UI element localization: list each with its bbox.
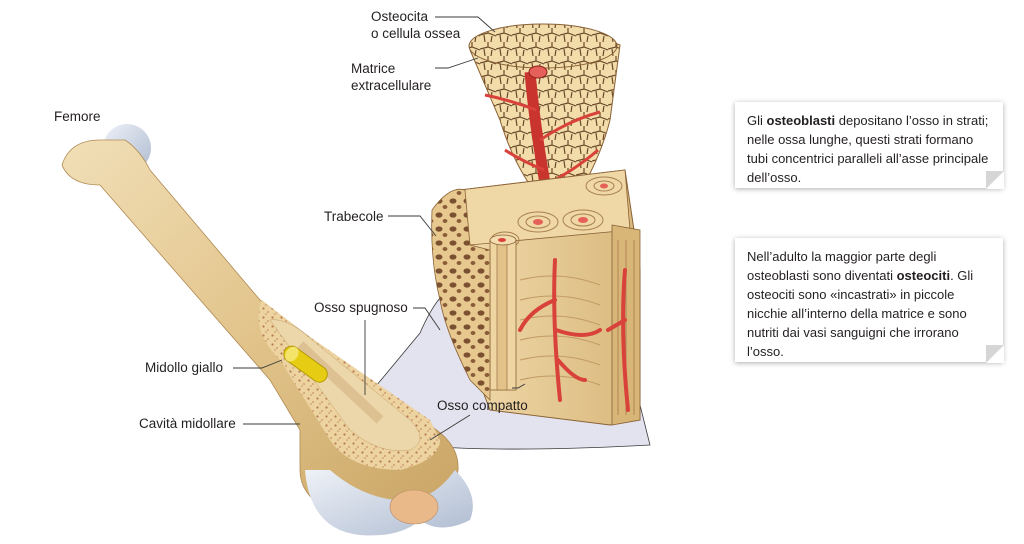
note-osteociti: Nell’adulto la maggior parte degli osteo… bbox=[735, 238, 1004, 363]
note-osteoblasti-bold: osteoblasti bbox=[766, 113, 836, 128]
label-osteocita: Osteocita o cellula ossea bbox=[371, 8, 460, 42]
label-cavita-midollare: Cavità midollare bbox=[139, 416, 236, 431]
label-osso-compatto: Osso compatto bbox=[437, 398, 528, 413]
label-midollo-giallo: Midollo giallo bbox=[145, 360, 224, 375]
label-matrice: Matrice extracellulare bbox=[351, 60, 431, 94]
page-fold-icon bbox=[986, 171, 1004, 189]
note-osteociti-bold: osteociti bbox=[896, 268, 951, 283]
note-osteoblasti-post: depositano l’osso in strati; nelle ossa … bbox=[747, 113, 989, 185]
note-osteociti-pre: Nell’adulto la maggior parte degli osteo… bbox=[747, 249, 937, 283]
note-osteoblasti: Gli osteoblasti depositano l’osso in str… bbox=[735, 102, 1004, 189]
note-osteociti-post: . Gli osteociti sono «incastrati» in pic… bbox=[747, 268, 974, 359]
page-fold-icon bbox=[986, 345, 1004, 363]
label-matrice-line2: extracellulare bbox=[351, 78, 432, 93]
label-osso-spugnoso: Osso spugnoso bbox=[314, 300, 408, 315]
label-osteocita-line2: o cellula ossea bbox=[371, 26, 461, 41]
label-femore: Femore bbox=[54, 109, 101, 124]
label-matrice-line1: Matrice bbox=[351, 61, 396, 76]
label-trabecole: Trabecole bbox=[324, 209, 384, 224]
note-osteoblasti-pre: Gli bbox=[747, 113, 767, 128]
label-osteocita-line1: Osteocita bbox=[371, 9, 429, 24]
